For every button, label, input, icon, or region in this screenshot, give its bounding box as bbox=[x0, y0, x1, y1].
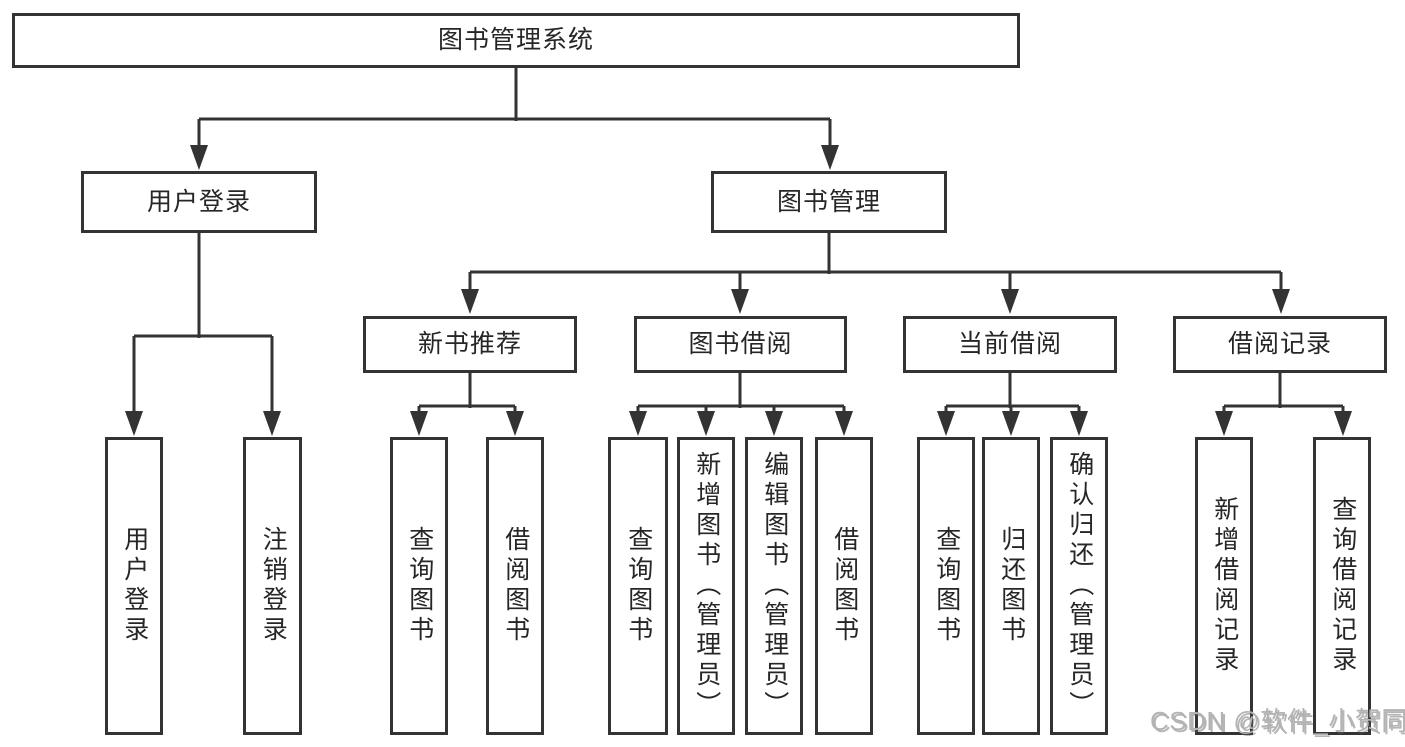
node-borrow-records-label: 借阅记录 bbox=[1227, 330, 1332, 358]
leaf-borrowing-add-books: 新增图书（管理员） bbox=[677, 437, 735, 735]
leaf-current-confirm-return-label: 确认归还（管理员） bbox=[1065, 451, 1094, 721]
leaf-current-query-books-label: 查询图书 bbox=[932, 526, 961, 646]
leaf-borrowing-edit-books: 编辑图书（管理员） bbox=[745, 437, 803, 735]
node-user-login: 用户登录 bbox=[81, 171, 317, 233]
leaf-borrowing-query-books-label: 查询图书 bbox=[624, 526, 653, 646]
node-new-book-recommend: 新书推荐 bbox=[363, 316, 577, 373]
leaf-recommend-query-books-label: 查询图书 bbox=[405, 526, 434, 646]
leaf-records-query-record: 查询借阅记录 bbox=[1313, 437, 1371, 735]
leaf-recommend-query-books: 查询图书 bbox=[390, 437, 448, 735]
leaf-borrowing-borrow-books: 借阅图书 bbox=[815, 437, 873, 735]
leaf-current-return-books-label: 归还图书 bbox=[997, 526, 1026, 646]
node-user-login-label: 用户登录 bbox=[146, 187, 251, 216]
leaf-logout-label: 注销登录 bbox=[259, 526, 288, 646]
node-book-management: 图书管理 bbox=[711, 171, 947, 233]
leaf-logout: 注销登录 bbox=[243, 437, 302, 735]
leaf-borrowing-edit-books-label: 编辑图书（管理员） bbox=[760, 451, 789, 721]
node-book-borrowing-label: 图书借阅 bbox=[688, 330, 793, 358]
node-current-borrowing-label: 当前借阅 bbox=[957, 330, 1062, 358]
leaf-records-add-record-label: 新增借阅记录 bbox=[1210, 496, 1239, 676]
node-borrow-records: 借阅记录 bbox=[1173, 316, 1387, 373]
node-book-borrowing: 图书借阅 bbox=[634, 316, 847, 373]
csdn-watermark: CSDN @软件_小贺同学 bbox=[1150, 706, 1405, 736]
node-new-book-recommend-label: 新书推荐 bbox=[417, 330, 522, 358]
leaf-recommend-borrow-books-label: 借阅图书 bbox=[501, 526, 530, 646]
leaf-borrowing-query-books: 查询图书 bbox=[608, 437, 668, 735]
leaf-recommend-borrow-books: 借阅图书 bbox=[486, 437, 544, 735]
leaf-current-query-books: 查询图书 bbox=[917, 437, 975, 735]
leaf-borrowing-borrow-books-label: 借阅图书 bbox=[830, 526, 859, 646]
leaf-user-login: 用户登录 bbox=[105, 437, 163, 735]
leaf-user-login-label: 用户登录 bbox=[120, 526, 149, 646]
node-root: 图书管理系统 bbox=[12, 13, 1020, 68]
leaf-current-confirm-return: 确认归还（管理员） bbox=[1050, 437, 1108, 735]
node-root-label: 图书管理系统 bbox=[437, 26, 594, 54]
leaf-borrowing-add-books-label: 新增图书（管理员） bbox=[692, 451, 721, 721]
node-book-management-label: 图书管理 bbox=[776, 187, 881, 216]
leaf-records-add-record: 新增借阅记录 bbox=[1195, 437, 1253, 735]
leaf-current-return-books: 归还图书 bbox=[982, 437, 1040, 735]
leaf-records-query-record-label: 查询借阅记录 bbox=[1328, 496, 1357, 676]
node-current-borrowing: 当前借阅 bbox=[903, 316, 1117, 373]
